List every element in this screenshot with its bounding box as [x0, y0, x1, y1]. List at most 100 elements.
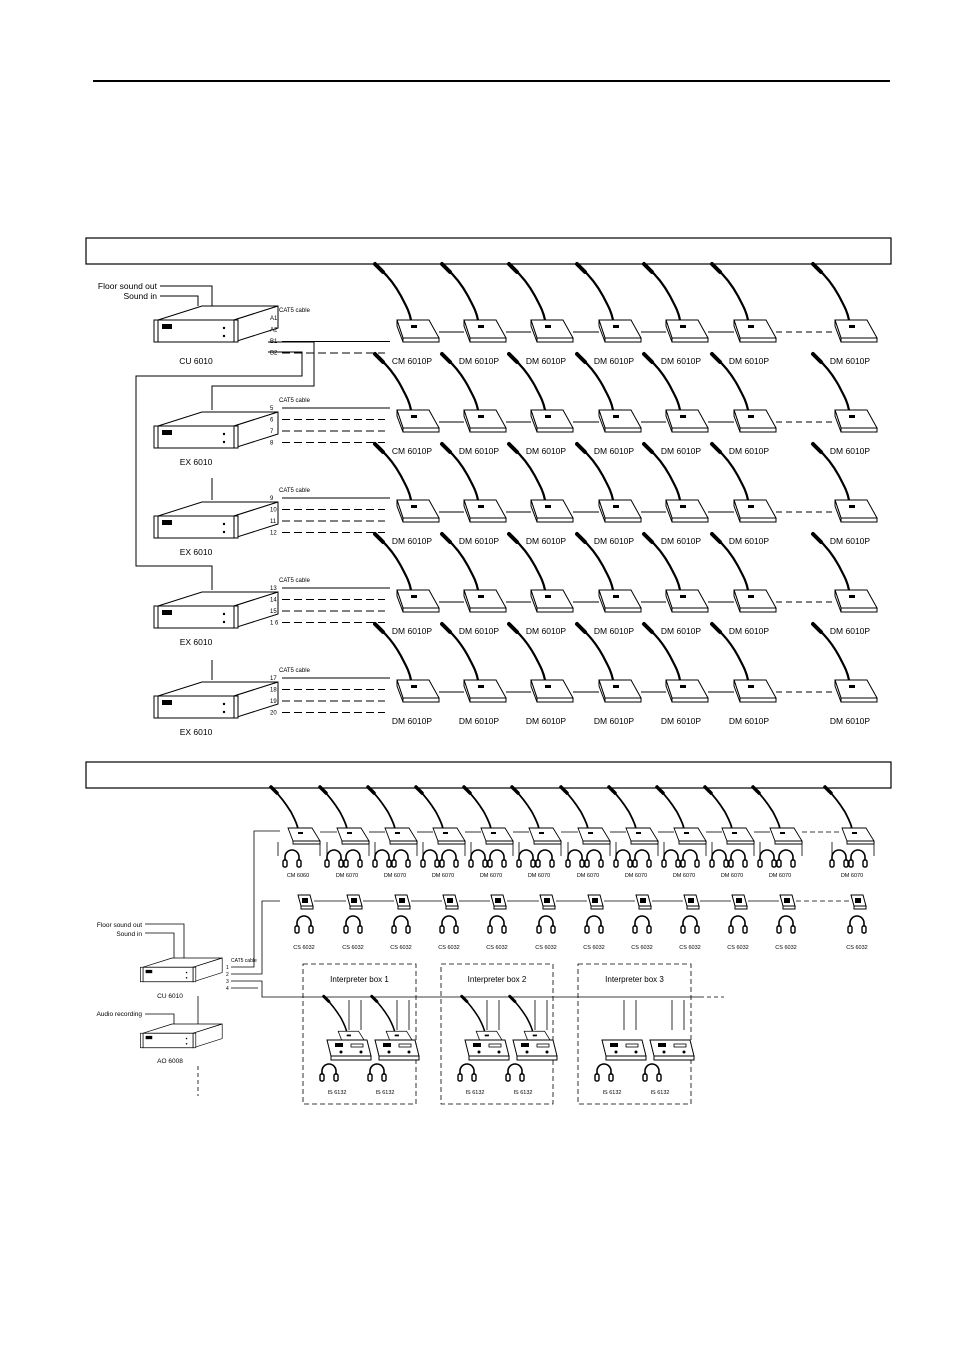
interpreter-box-3: [577, 963, 692, 1105]
p2-sound-in: Sound in: [116, 931, 142, 938]
delegate-label-1-0: CM 6010P: [392, 446, 432, 456]
delegate-label-3-5: DM 6010P: [729, 626, 769, 636]
delegate-mic-0-4: [642, 262, 710, 344]
p2-mic-3: [414, 785, 467, 846]
delegate-label-1-4: DM 6010P: [661, 446, 701, 456]
p2-hp-7b: [632, 849, 652, 868]
ex-6010-unit-4: [153, 681, 279, 719]
is-label-1-0: IS 6132: [466, 1090, 485, 1096]
delegate-label-0-1: DM 6010P: [459, 356, 499, 366]
cable-label-3: CAT5 cable: [279, 578, 311, 584]
p2-cs-7: [635, 894, 652, 910]
p2-cs-label-8: CS 6032: [679, 945, 700, 951]
panel1-title-bar: [85, 237, 892, 265]
p2-hp-10a: [757, 849, 777, 868]
p2-hp-4a: [468, 849, 488, 868]
port-2-0: 9: [270, 496, 274, 502]
p2-hp-1a: [324, 849, 344, 868]
delegate-label-2-0: DM 6010P: [392, 536, 432, 546]
p2-cs-label-6: CS 6032: [583, 945, 604, 951]
delegate-label-4-4: DM 6010P: [661, 716, 701, 726]
port-4-3: 20: [270, 711, 277, 717]
p2-cs-4: [490, 894, 507, 910]
delegate-label-1-6: DM 6010P: [830, 446, 870, 456]
p2-delegate-label-10: DM 6070: [769, 873, 791, 879]
p2-cs-10: [779, 894, 796, 910]
p2-hp-4b: [487, 849, 507, 868]
p2-cs-label-5: CS 6032: [535, 945, 556, 951]
p2-mic-4: [462, 785, 515, 846]
delegate-label-2-1: DM 6010P: [459, 536, 499, 546]
is-hp-2-1: [642, 1063, 662, 1082]
delegate-label-3-4: DM 6010P: [661, 626, 701, 636]
p1-floor-sound-out: Floor sound out: [98, 281, 158, 291]
p2-cs-5: [539, 894, 556, 910]
cable-label-0: CAT5 cable: [279, 308, 311, 314]
p2-cs-11: [850, 894, 867, 910]
p2-hp-10b: [776, 849, 796, 868]
is-label-2-0: IS 6132: [603, 1090, 622, 1096]
unit-name-3: EX 6010: [180, 637, 213, 647]
is-hp-0-1: [367, 1063, 387, 1082]
cu-6010-unit: [153, 305, 279, 343]
interpreter-box-title-1: Interpreter box 1: [330, 975, 389, 984]
port-2-3: 12: [270, 531, 277, 537]
p2-hp-11a: [829, 849, 849, 868]
p2-hp-8a: [661, 849, 681, 868]
is-label-2-1: IS 6132: [651, 1090, 670, 1096]
is-hp-2-0: [594, 1063, 614, 1082]
unit-name-1: EX 6010: [180, 457, 213, 467]
p2-mic-7: [607, 785, 660, 846]
p2-cs-2: [394, 894, 411, 910]
p2-delegate-label-2: DM 6070: [384, 873, 406, 879]
p2-mic-1: [318, 785, 371, 846]
p2-hp-8b: [680, 849, 700, 868]
delegate-label-4-2: DM 6010P: [526, 716, 566, 726]
port-2-2: 11: [270, 519, 277, 525]
interpreter-box-2: [440, 963, 554, 1105]
p2-mic-6: [559, 785, 612, 846]
p2-hp-2a: [372, 849, 392, 868]
p2-delegate-label-9: DM 6070: [721, 873, 743, 879]
p2-cs-hp-9: [728, 915, 748, 934]
is-mic-1-0: [460, 994, 505, 1047]
delegate-label-2-6: DM 6010P: [830, 536, 870, 546]
port-3-1: 14: [270, 598, 277, 604]
p2-delegate-label-7: DM 6070: [625, 873, 647, 879]
delegate-mic-0-2: [507, 262, 575, 344]
is-desk-1-0: [464, 1039, 510, 1061]
p2-mic-5: [510, 785, 563, 846]
delegate-label-1-2: DM 6010P: [526, 446, 566, 456]
p2-delegate-label-11: DM 6070: [841, 873, 863, 879]
port-0-0: A1: [270, 316, 278, 322]
delegate-label-0-3: DM 6010P: [594, 356, 634, 366]
p2-chairman-label: CM 6060: [287, 873, 309, 879]
p2-hp-6a: [565, 849, 585, 868]
p2-cs-9: [731, 894, 748, 910]
unit-name-4: EX 6010: [180, 727, 213, 737]
p2-cs-label-9: CS 6032: [727, 945, 748, 951]
delegate-mic-0-6: [811, 262, 879, 344]
p2-hp-2b: [391, 849, 411, 868]
p2-hp-5a: [516, 849, 536, 868]
p2-cs-hp-2: [391, 915, 411, 934]
p2-delegate-label-5: DM 6070: [528, 873, 550, 879]
p2-hp-9a: [709, 849, 729, 868]
delegate-label-4-5: DM 6010P: [729, 716, 769, 726]
port-3-2: 15: [270, 609, 277, 615]
p2-delegate-label-6: DM 6070: [577, 873, 599, 879]
delegate-label-2-2: DM 6010P: [526, 536, 566, 546]
p2-port-1: 1: [226, 965, 229, 971]
p2-hp-9b: [728, 849, 748, 868]
delegate-label-3-0: DM 6010P: [392, 626, 432, 636]
p2-cs-label-3: CS 6032: [438, 945, 459, 951]
p2-cs-hp-0: [294, 915, 314, 934]
p2-delegate-label-4: DM 6070: [480, 873, 502, 879]
p2-hp-1b: [343, 849, 363, 868]
delegate-label-2-3: DM 6010P: [594, 536, 634, 546]
p2-cs-hp-11: [847, 915, 867, 934]
is-hp-0-0: [319, 1063, 339, 1082]
is-mic-0-1: [370, 994, 415, 1047]
delegate-mic-0-3: [575, 262, 643, 344]
is-mic-0-0: [322, 994, 367, 1047]
